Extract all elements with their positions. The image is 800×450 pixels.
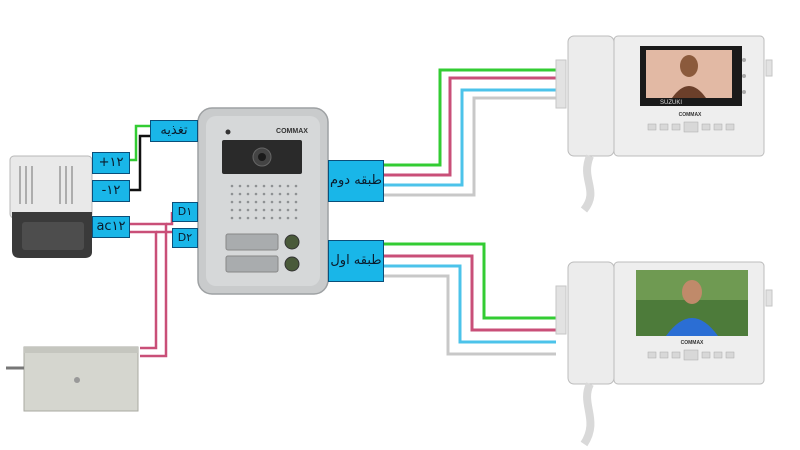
wires-power: [130, 124, 150, 192]
door-lock-device: [6, 346, 139, 412]
wires-upper-monitor: [384, 68, 556, 197]
monitor-upper: SUZUKI COMMAX: [555, 35, 773, 213]
label-floor2: طبقه دوم: [328, 160, 384, 202]
label-plus12: +۱۲: [92, 152, 130, 174]
wire-black-power: [130, 134, 150, 192]
wire-gray-lower: [384, 274, 556, 356]
door-panel: COMMAX: [197, 107, 329, 295]
wire-green-lower: [384, 242, 556, 320]
monitor-upper-sub: SUZUKI: [660, 100, 682, 106]
label-d1: D۱: [172, 202, 198, 222]
label-floor1: طبقه اول: [328, 240, 384, 282]
wire-pink-upper: [384, 76, 556, 177]
monitor-lower: COMMAX: [555, 261, 773, 447]
label-ac12: ac۱۲: [92, 216, 130, 238]
power-supply-device: [9, 155, 93, 258]
wire-cyan-upper: [384, 88, 556, 187]
speaker-grille: [230, 184, 298, 220]
monitor-lower-brand: COMMAX: [681, 340, 704, 346]
wire-pink-lower: [384, 254, 556, 332]
wire-gray-upper: [384, 96, 556, 197]
panel-brand: COMMAX: [276, 128, 308, 135]
wires-lock: [130, 212, 178, 358]
label-d2: D۲: [172, 228, 198, 248]
label-power-supply: تغذیه: [150, 120, 198, 142]
wires-lower-monitor: [384, 242, 556, 356]
wire-green-power: [130, 124, 150, 162]
label-minus12: -۱۲: [92, 180, 130, 202]
wire-green-upper: [384, 68, 556, 167]
monitor-upper-brand: COMMAX: [679, 112, 702, 118]
wire-cyan-lower: [384, 264, 556, 344]
